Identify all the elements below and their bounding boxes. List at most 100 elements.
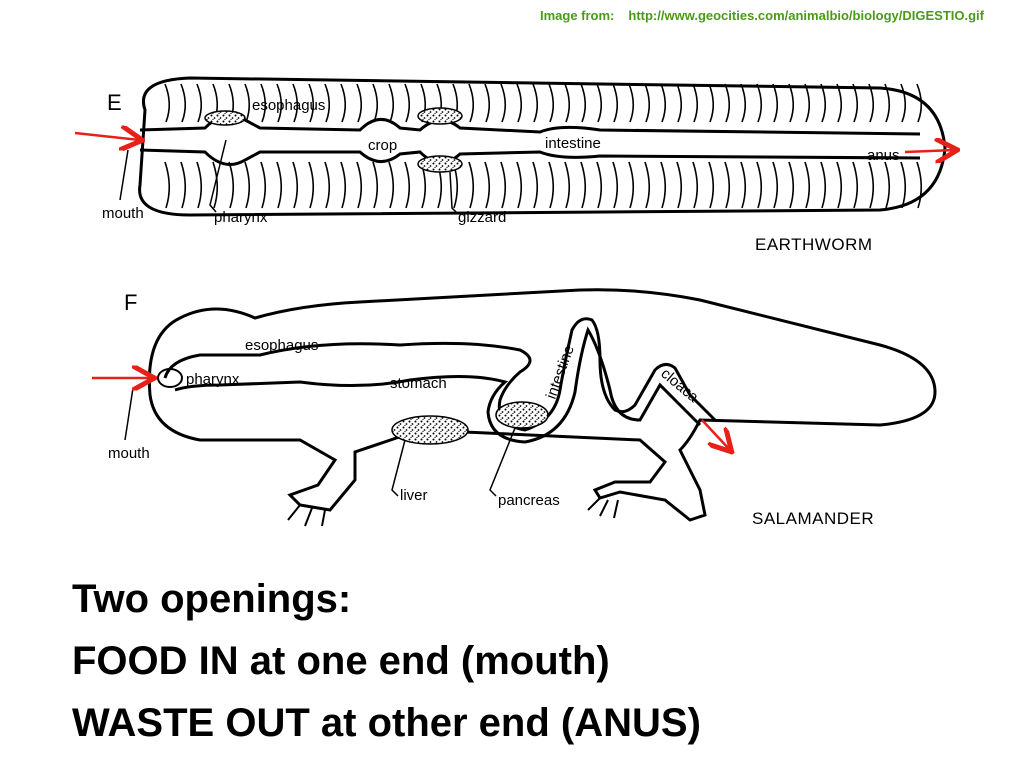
earthworm-segment bbox=[916, 161, 923, 209]
salamander-body-outline bbox=[147, 288, 937, 522]
earthworm-label-crop: crop bbox=[368, 137, 397, 154]
caption-line-3: WASTE OUT at other end (ANUS) bbox=[72, 701, 701, 745]
earthworm-segment bbox=[260, 83, 267, 123]
earthworm-segment bbox=[580, 161, 587, 209]
image-credit: Image from: http://www.geocities.com/anim… bbox=[540, 8, 984, 23]
earthworm-pharynx-leader bbox=[209, 139, 227, 213]
earthworm-segment bbox=[596, 161, 603, 209]
earthworm-segment bbox=[324, 83, 331, 123]
earthworm-segment bbox=[692, 161, 699, 209]
earthworm-segment bbox=[180, 83, 187, 123]
earthworm-segment bbox=[724, 161, 731, 209]
earthworm-segment bbox=[852, 83, 859, 123]
earthworm-segment bbox=[772, 161, 779, 209]
earthworm-segment bbox=[180, 161, 187, 209]
earthworm-segment bbox=[676, 161, 683, 209]
earthworm-segment bbox=[516, 161, 523, 209]
earthworm-segment bbox=[820, 83, 827, 123]
earthworm-segment bbox=[260, 161, 267, 209]
earthworm-segment bbox=[196, 83, 203, 123]
earthworm-segment bbox=[356, 161, 363, 209]
earthworm-segment bbox=[276, 83, 283, 123]
salamander-label-esophagus: esophagus bbox=[245, 337, 318, 354]
earthworm-segment bbox=[596, 83, 603, 123]
earthworm-segment bbox=[644, 161, 651, 209]
credit-prefix: Image from: bbox=[539, 8, 615, 23]
earthworm-segment bbox=[388, 83, 395, 123]
salamander-label-intestine: intestine bbox=[543, 343, 578, 401]
earthworm-pharynx-shape bbox=[204, 110, 246, 126]
earthworm-label-esophagus: esophagus bbox=[252, 97, 325, 114]
earthworm-segment bbox=[404, 161, 411, 209]
earthworm-segment bbox=[900, 161, 907, 209]
earthworm-label-anus: anus bbox=[867, 147, 900, 164]
earthworm-segment bbox=[532, 83, 539, 123]
earthworm-segment bbox=[372, 83, 379, 123]
salamander-label-pancreas: pancreas bbox=[498, 492, 560, 509]
slide-caption: Two openings: FOOD IN at one end (mouth)… bbox=[72, 568, 701, 754]
earthworm-segment bbox=[548, 161, 555, 209]
earthworm-segment bbox=[564, 83, 571, 123]
earthworm-segment bbox=[212, 161, 219, 209]
credit-url: http://www.geocities.com/animalbio/biolo… bbox=[628, 8, 984, 23]
salamander-label-mouth: mouth bbox=[108, 445, 150, 462]
earthworm-label-gizzard: gizzard bbox=[458, 209, 506, 226]
salamander-name: SALAMANDER bbox=[752, 509, 874, 528]
earthworm-name: EARTHWORM bbox=[755, 235, 873, 254]
earthworm-segment bbox=[628, 161, 635, 209]
earthworm-segment bbox=[612, 83, 619, 123]
earthworm-segment bbox=[868, 83, 875, 123]
earthworm-label-pharynx: pharynx bbox=[214, 209, 268, 226]
earthworm-segment bbox=[276, 161, 283, 209]
earthworm-gut-upper-wall bbox=[139, 114, 921, 136]
earthworm-segment bbox=[516, 83, 523, 123]
earthworm-segment bbox=[500, 83, 507, 123]
salamander-label-pharynx: pharynx bbox=[186, 371, 240, 388]
salamander-liver-shape bbox=[391, 415, 469, 445]
earthworm-segment bbox=[836, 83, 843, 123]
earthworm-diagram: E esophagus crop intestine anus mouth ph… bbox=[74, 76, 955, 254]
earthworm-segment bbox=[468, 83, 475, 123]
earthworm-segment bbox=[788, 83, 795, 123]
earthworm-segment bbox=[532, 161, 539, 209]
earthworm-segment bbox=[756, 83, 763, 123]
earthworm-segment bbox=[580, 83, 587, 123]
earthworm-segment bbox=[708, 161, 715, 209]
earthworm-segment bbox=[292, 161, 299, 209]
earthworm-segment bbox=[196, 161, 203, 209]
earthworm-segment bbox=[868, 161, 875, 209]
earthworm-segment bbox=[884, 161, 891, 209]
earthworm-segment bbox=[548, 83, 555, 123]
earthworm-segment bbox=[900, 83, 907, 123]
salamander-pharynx-mark bbox=[157, 368, 183, 388]
earthworm-mouth-leader bbox=[119, 149, 129, 201]
earthworm-segment bbox=[292, 83, 299, 123]
earthworm-segment bbox=[852, 161, 859, 209]
salamander-diagram: F esophagus pharynx stomach intestine cl… bbox=[92, 288, 937, 528]
earthworm-segment bbox=[628, 83, 635, 123]
earthworm-segment bbox=[324, 161, 331, 209]
earthworm-gizzard-lower bbox=[417, 155, 463, 173]
earthworm-segment bbox=[244, 161, 251, 209]
earthworm-segment bbox=[340, 161, 347, 209]
earthworm-food-in-arrow bbox=[74, 133, 140, 140]
earthworm-segment bbox=[708, 83, 715, 123]
earthworm-segment bbox=[468, 161, 475, 209]
salamander-waste-out-arrow bbox=[701, 419, 730, 450]
caption-line-1: Two openings: bbox=[72, 577, 352, 621]
earthworm-segment bbox=[388, 161, 395, 209]
salamander-label-cloaca: cloaca bbox=[657, 365, 702, 406]
earthworm-gizzard-upper bbox=[417, 107, 463, 125]
earthworm-waste-out-arrow bbox=[904, 150, 955, 152]
earthworm-label-mouth: mouth bbox=[102, 205, 144, 222]
earthworm-panel-letter: E bbox=[107, 90, 122, 115]
earthworm-segment bbox=[724, 83, 731, 123]
earthworm-segment bbox=[228, 161, 235, 209]
earthworm-segment bbox=[372, 161, 379, 209]
earthworm-segment bbox=[308, 83, 315, 123]
earthworm-segment bbox=[308, 161, 315, 209]
earthworm-segment bbox=[612, 161, 619, 209]
salamander-label-liver: liver bbox=[400, 487, 428, 504]
earthworm-segment bbox=[916, 83, 923, 123]
earthworm-segment bbox=[756, 161, 763, 209]
